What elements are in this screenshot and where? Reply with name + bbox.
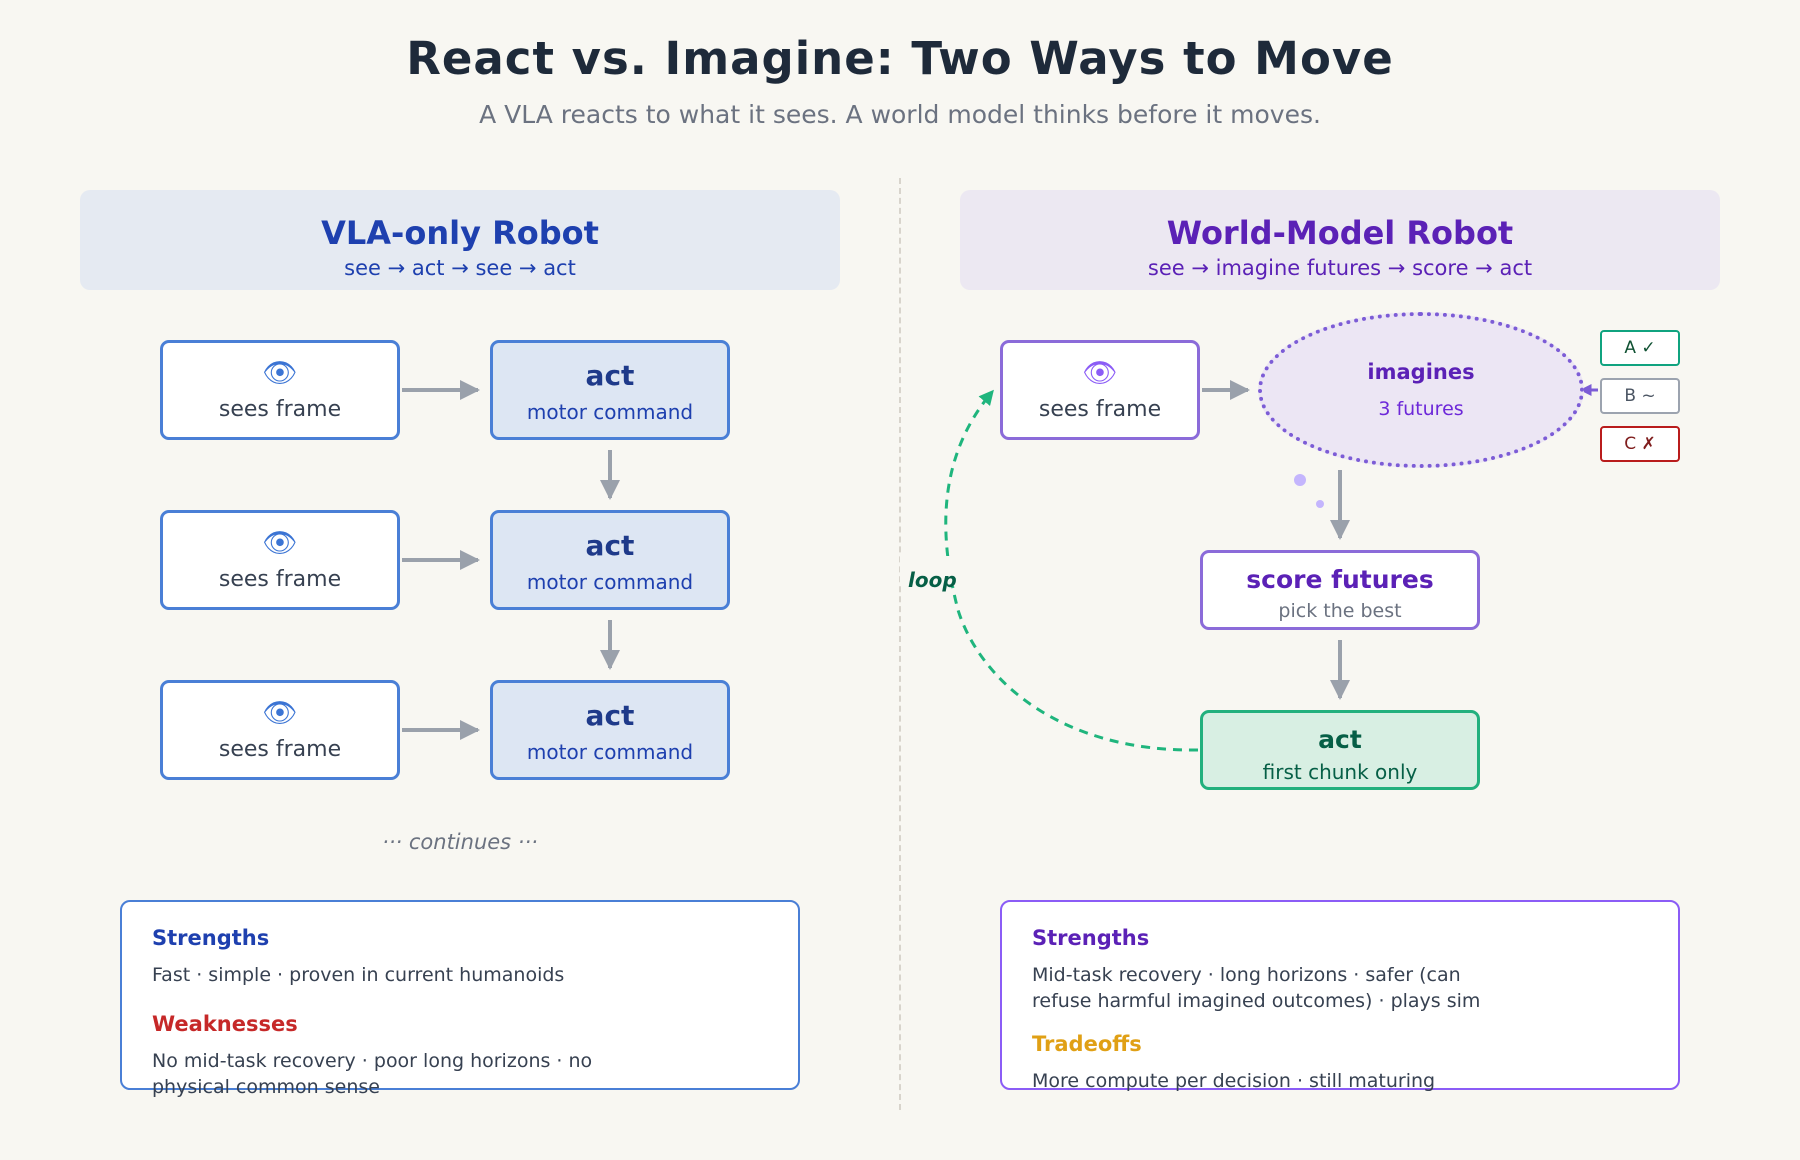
see-label: sees frame [1038,397,1162,422]
act-title: act [585,529,635,562]
tradeoffs-text: More compute per decision · still maturi… [1032,1070,1436,1092]
thought-dot-small [1316,500,1324,508]
vla-act-box-1: act motor command [490,340,730,440]
eye-icon: 👁 [262,526,298,559]
score-subtitle: pick the best [1278,600,1402,622]
vla-see-box-3: 👁 sees frame [160,680,400,780]
strengths-text: Mid-task recovery · long horizons · safe… [1032,964,1481,1012]
vla-see-box-2: 👁 sees frame [160,510,400,610]
thought-dot-large [1294,474,1306,486]
act-subtitle: first chunk only [1262,760,1418,784]
future-option-a: A ✓ [1600,330,1680,366]
strengths-heading: Strengths [1032,926,1150,950]
wm-act-box: act first chunk only [1200,710,1480,790]
future-option-b: B ~ [1600,378,1680,414]
center-divider [899,178,901,1110]
world-model-heading: World-Model Robot [1166,214,1514,252]
vla-act-box-2: act motor command [490,510,730,610]
act-subtitle: motor command [526,400,694,424]
act-title: act [585,699,635,732]
see-label: sees frame [218,737,342,762]
vla-summary-panel: Strengths Fast · simple · proven in curr… [120,900,800,1098]
imagine-futures-bubble: imagines 3 futures [1258,312,1584,468]
see-label: sees frame [218,567,342,592]
imagine-subtitle: 3 futures [1378,398,1464,420]
vla-header: VLA-only Robot see → act → see → act [80,190,840,290]
score-title: score futures [1246,565,1434,594]
act-title: act [585,359,635,392]
vla-see-box-1: 👁 sees frame [160,340,400,440]
world-model-summary-panel: Strengths Mid-task recovery · long horiz… [1000,900,1680,1092]
weaknesses-heading: Weaknesses [152,1012,298,1036]
act-subtitle: motor command [526,570,694,594]
page-subtitle: A VLA reacts to what it sees. A world mo… [479,100,1321,129]
eye-icon: 👁 [1082,356,1118,389]
see-label: sees frame [218,397,342,422]
vla-heading: VLA-only Robot [321,214,599,252]
future-option-c: C ✗ [1600,426,1680,462]
strengths-text: Fast · simple · proven in current humano… [152,964,565,986]
imagine-title: imagines [1367,360,1475,384]
act-title: act [1318,725,1362,754]
vla-act-box-3: act motor command [490,680,730,780]
score-futures-box: score futures pick the best [1200,550,1480,630]
weaknesses-text: No mid-task recovery · poor long horizon… [152,1050,593,1098]
world-model-header: World-Model Robot see → imagine futures … [960,190,1720,290]
eye-icon: 👁 [262,356,298,389]
loop-arrow [944,389,1199,752]
vla-flow: see → act → see → act [344,256,576,280]
eye-icon: 👁 [262,696,298,729]
continues-label: ··· continues ··· [382,830,538,854]
page-title: React vs. Imagine: Two Ways to Move [406,32,1394,85]
tradeoffs-heading: Tradeoffs [1032,1032,1142,1056]
wm-see-box: 👁 sees frame [1000,340,1200,440]
loop-label: loop [908,568,957,592]
world-model-flow: see → imagine futures → score → act [1147,256,1533,280]
act-subtitle: motor command [526,740,694,764]
strengths-heading: Strengths [152,926,270,950]
